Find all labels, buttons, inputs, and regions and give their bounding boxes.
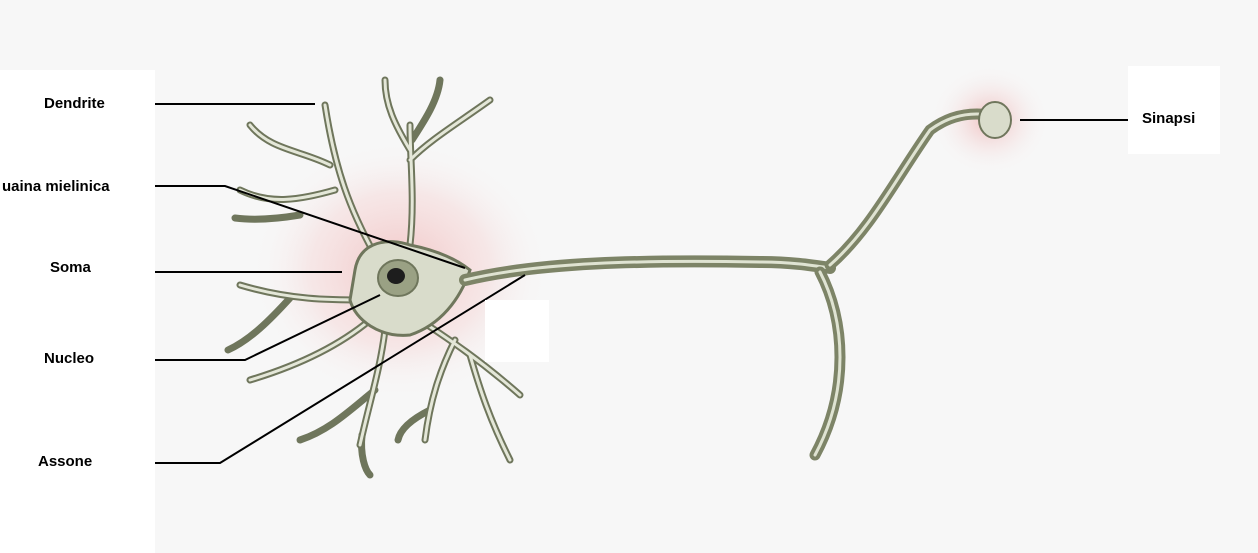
label-guaina-mielinica: uaina mielinica bbox=[2, 178, 110, 195]
synapse-terminal bbox=[979, 102, 1011, 138]
label-nucleo: Nucleo bbox=[44, 350, 94, 367]
label-panel bbox=[0, 70, 155, 553]
label-sinapsi: Sinapsi bbox=[1142, 110, 1195, 127]
nucleolus bbox=[387, 268, 405, 284]
label-dendrite: Dendrite bbox=[44, 95, 105, 112]
label-assone: Assone bbox=[38, 453, 92, 470]
blank-label-box bbox=[485, 300, 549, 362]
label-soma: Soma bbox=[50, 259, 91, 276]
